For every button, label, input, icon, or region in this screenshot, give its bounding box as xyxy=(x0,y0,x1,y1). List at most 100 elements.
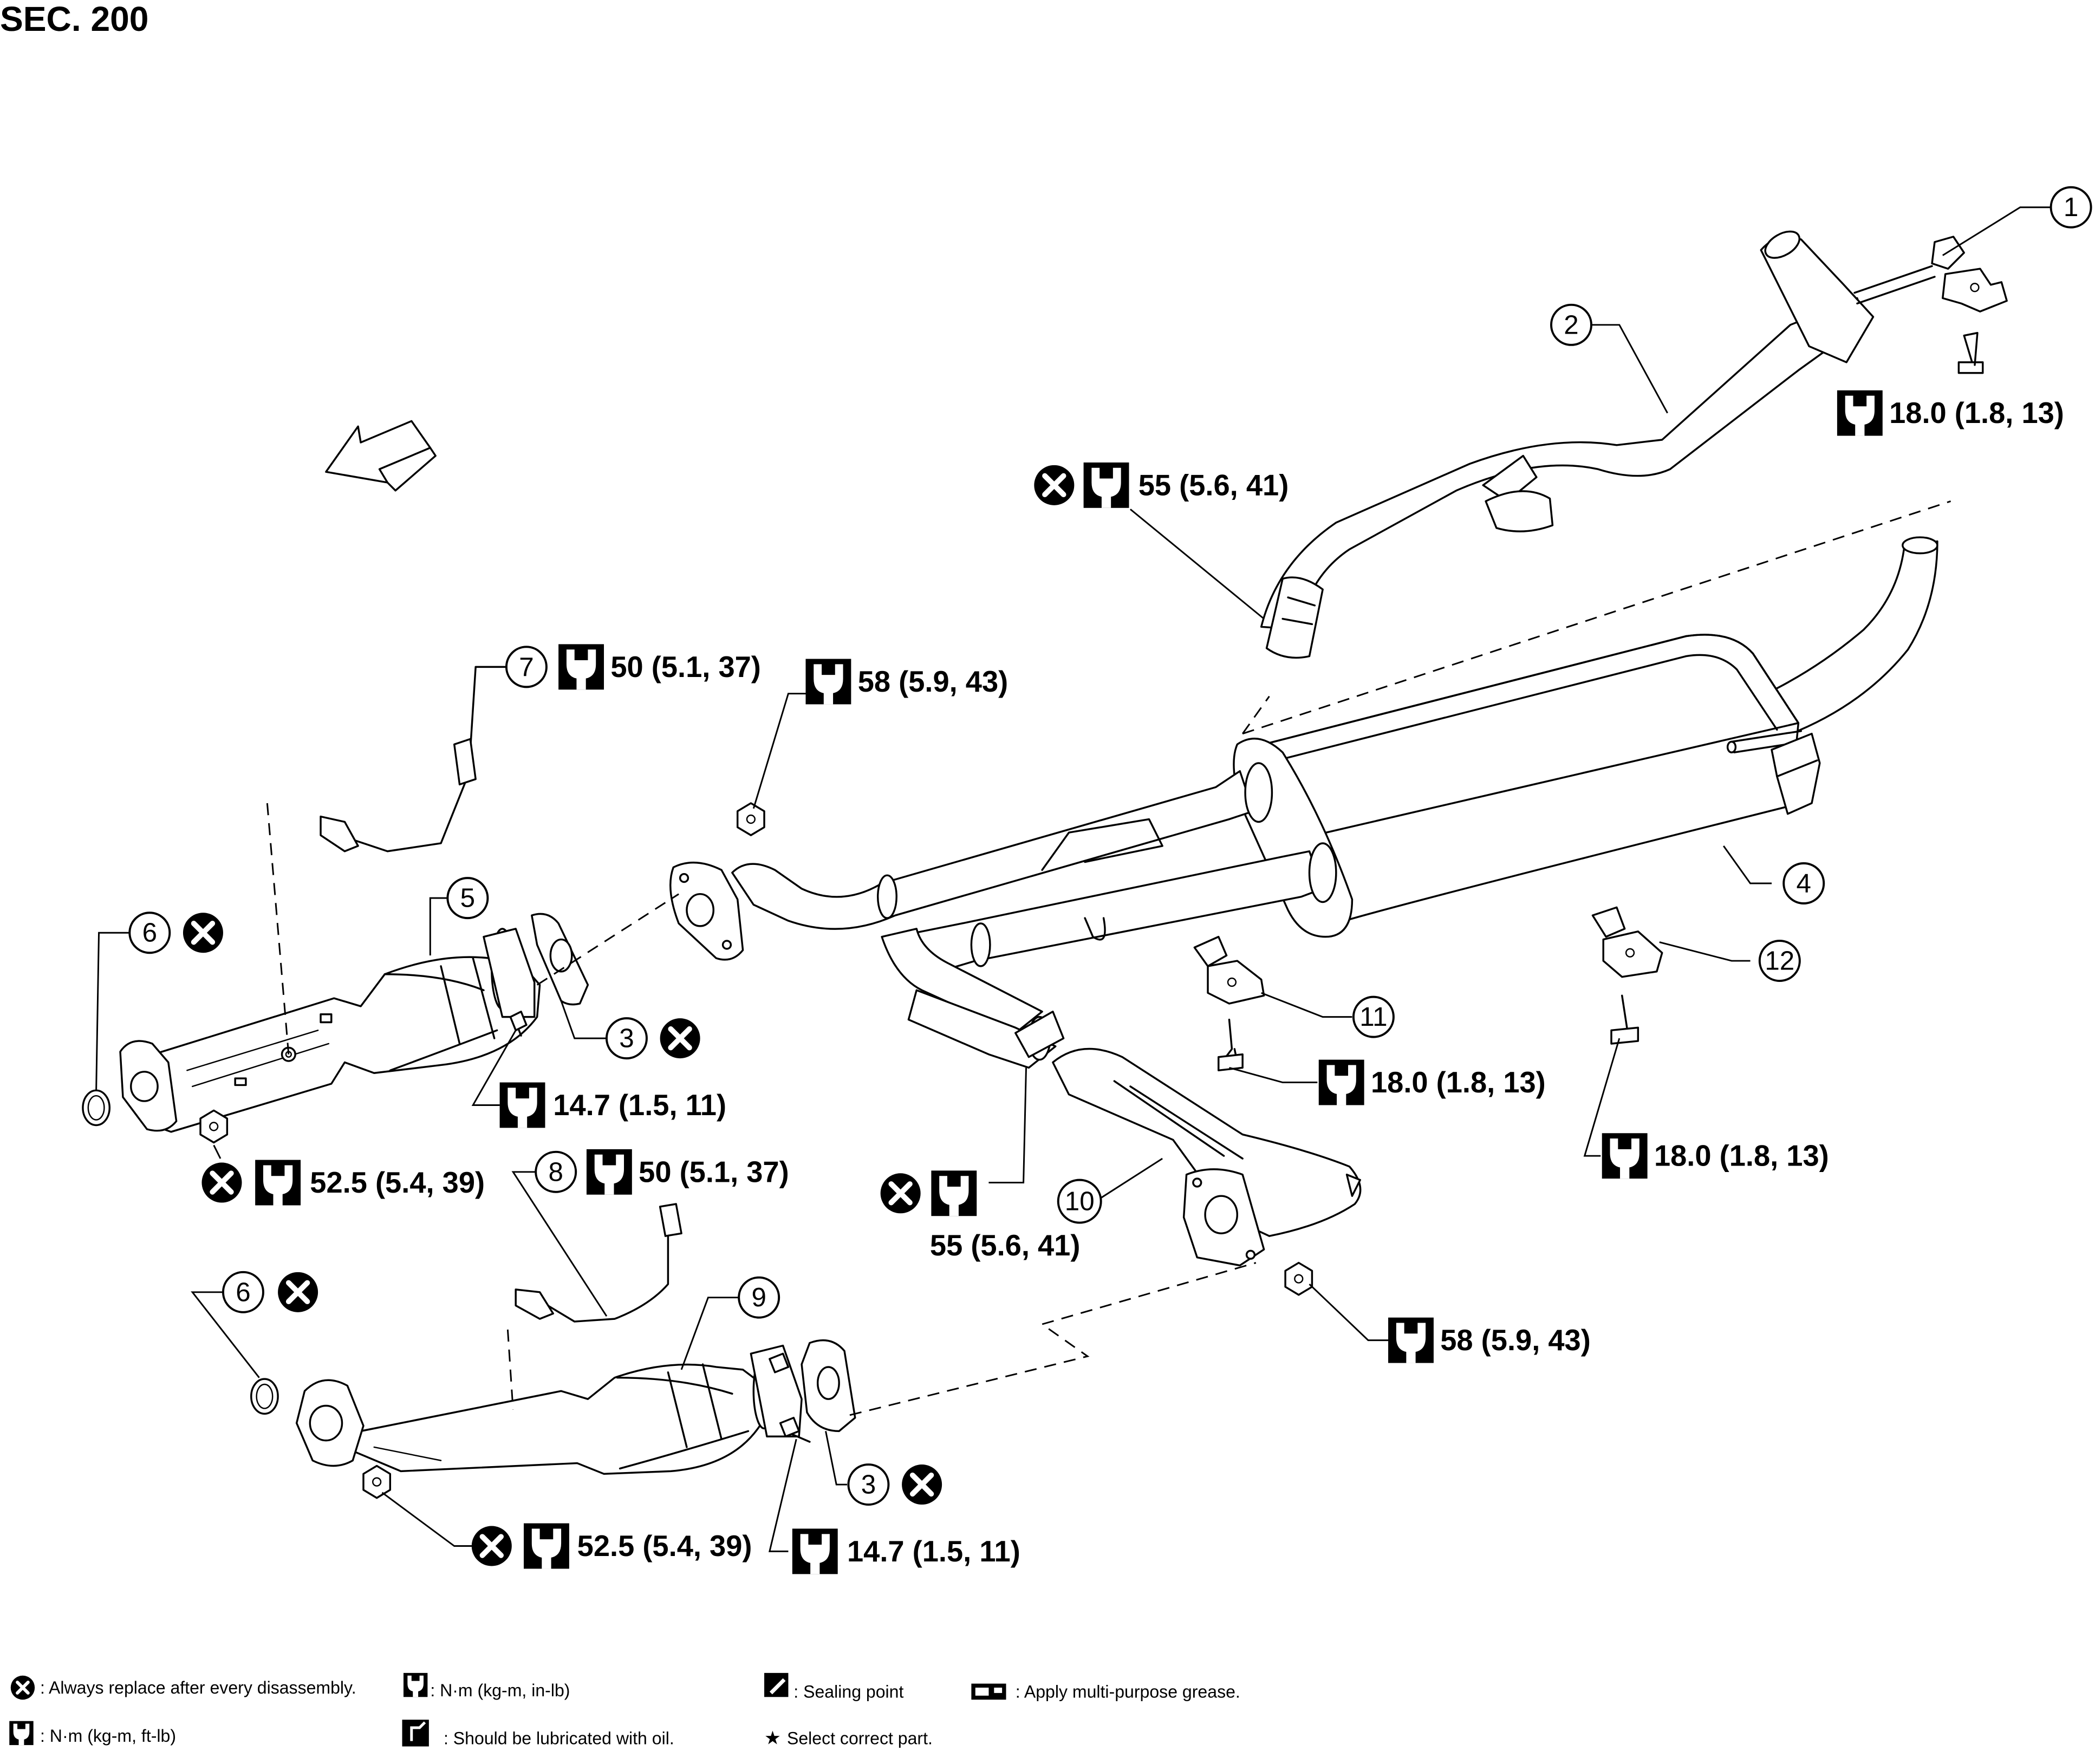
svg-text:: Always replace after every d: : Always replace after every disassembly… xyxy=(40,1678,356,1697)
replace-icon xyxy=(1034,465,1074,505)
torque-wrench-icon xyxy=(931,1170,977,1216)
svg-text:6: 6 xyxy=(142,918,157,948)
grease-gun-icon xyxy=(971,1683,1006,1700)
callout-6-upper: 6 xyxy=(128,912,171,954)
legend: : Always replace after every disassembly… xyxy=(9,1672,1240,1749)
svg-text:9: 9 xyxy=(751,1283,766,1312)
torque-wrench-icon xyxy=(1318,1059,1364,1105)
torque-wrench-icon xyxy=(1837,390,1883,436)
torque-spec-front-clamp: 55 (5.6, 41) xyxy=(881,1170,1081,1262)
torque-spec-rear-clamp: 55 (5.6, 41) xyxy=(1034,463,1289,508)
svg-text:55 (5.6, 41): 55 (5.6, 41) xyxy=(1138,468,1289,502)
svg-text:14.7 (1.5, 11): 14.7 (1.5, 11) xyxy=(553,1089,726,1122)
callout-9: 9 xyxy=(738,1276,780,1319)
torque-spec-nut-manifold-lower: 52.5 (5.4, 39) xyxy=(472,1523,752,1569)
svg-text:18.0 (1.8, 13): 18.0 (1.8, 13) xyxy=(1654,1140,1829,1173)
oxygen-sensor-lower xyxy=(515,1203,682,1323)
callout-2: 2 xyxy=(1550,303,1592,346)
svg-text:8: 8 xyxy=(548,1157,563,1187)
torque-wrench-icon xyxy=(499,1082,545,1128)
svg-text:14.7 (1.5, 11): 14.7 (1.5, 11) xyxy=(847,1535,1020,1568)
replace-icon xyxy=(183,913,223,953)
mounting-bracket-11 xyxy=(1193,935,1265,1072)
torque-spec-stud-upper: 14.7 (1.5, 11) xyxy=(499,1082,726,1128)
svg-text:: Sealing point: : Sealing point xyxy=(793,1682,903,1701)
torque-spec-bracket-11: 18.0 (1.8, 13) xyxy=(1318,1059,1546,1105)
replace-icon xyxy=(660,1018,700,1058)
replace-icon xyxy=(472,1526,512,1566)
torque-wrench-icon xyxy=(255,1160,301,1206)
flange-nut-upper xyxy=(736,802,765,836)
torque-wrench-icon xyxy=(403,1672,428,1697)
torque-wrench-icon xyxy=(1388,1317,1434,1363)
torque-spec-bracket-1: 18.0 (1.8, 13) xyxy=(1837,390,2064,436)
callout-11: 11 xyxy=(1352,995,1395,1038)
callout-6-lower: 6 xyxy=(222,1271,264,1313)
star-icon: ★ xyxy=(764,1728,781,1749)
callout-7: 7 xyxy=(505,646,548,688)
leader-lines xyxy=(95,206,2051,1552)
torque-spec-nut-upper: 58 (5.9, 43) xyxy=(805,659,1009,705)
front-catalytic-converter-upper xyxy=(82,913,589,1144)
svg-text:3: 3 xyxy=(861,1470,876,1500)
svg-text:: Apply multi-purpose grease.: : Apply multi-purpose grease. xyxy=(1016,1682,1240,1701)
rear-exhaust-pipe xyxy=(1260,230,1936,659)
torque-wrench-icon xyxy=(9,1721,34,1746)
svg-text:6: 6 xyxy=(236,1277,250,1307)
legend-replace: : Always replace after every disassembly… xyxy=(11,1676,356,1700)
torque-wrench-icon xyxy=(792,1528,838,1574)
replace-icon xyxy=(278,1272,318,1312)
svg-text:1: 1 xyxy=(2064,192,2078,222)
svg-text:50 (5.1, 37): 50 (5.1, 37) xyxy=(639,1155,789,1188)
legend-torque-ft-lb: : N·m (kg-m, ft-lb) xyxy=(9,1721,176,1746)
legend-oil: : Should be lubricated with oil. xyxy=(402,1720,674,1748)
svg-text:52.5 (5.4, 39): 52.5 (5.4, 39) xyxy=(577,1529,752,1563)
svg-text:7: 7 xyxy=(519,652,533,682)
svg-text:50 (5.1, 37): 50 (5.1, 37) xyxy=(610,650,761,684)
front-direction-arrow-icon xyxy=(325,420,437,492)
svg-text:4: 4 xyxy=(1797,868,1811,898)
torque-wrench-icon xyxy=(524,1523,569,1569)
mounting-bracket-1 xyxy=(1931,236,2008,374)
legend-sealing: : Sealing point xyxy=(764,1672,904,1701)
callout-10: 10 xyxy=(1057,1179,1102,1224)
torque-spec-sensor-upper: 50 (5.1, 37) xyxy=(558,644,761,690)
svg-text:: N·m (kg-m, in-lb): : N·m (kg-m, in-lb) xyxy=(430,1681,570,1700)
torque-spec-nut-manifold-upper: 52.5 (5.4, 39) xyxy=(201,1160,485,1206)
torque-wrench-icon xyxy=(586,1149,632,1195)
replace-icon xyxy=(902,1464,942,1505)
svg-text:3: 3 xyxy=(619,1024,634,1053)
svg-text:58 (5.9, 43): 58 (5.9, 43) xyxy=(1440,1324,1591,1357)
svg-text:58 (5.9, 43): 58 (5.9, 43) xyxy=(858,665,1009,698)
callout-8: 8 xyxy=(535,1150,577,1193)
torque-wrench-icon xyxy=(1602,1133,1648,1179)
svg-text:18.0 (1.8, 13): 18.0 (1.8, 13) xyxy=(1889,396,2064,429)
svg-text:10: 10 xyxy=(1065,1187,1095,1216)
svg-text:5: 5 xyxy=(460,883,475,913)
replace-icon xyxy=(881,1173,921,1213)
torque-wrench-icon xyxy=(558,644,604,690)
callout-3-upper: 3 xyxy=(605,1017,648,1060)
svg-text:: N·m (kg-m, ft-lb): : N·m (kg-m, ft-lb) xyxy=(40,1726,176,1746)
callout-12: 12 xyxy=(1758,940,1801,982)
connection-lines xyxy=(266,500,1951,1416)
torque-wrench-icon xyxy=(1083,462,1129,508)
callout-1: 1 xyxy=(2050,186,2092,229)
section-title: SEC. 200 xyxy=(0,0,148,38)
torque-wrench-icon xyxy=(805,659,851,705)
torque-spec-stud-lower: 14.7 (1.5, 11) xyxy=(792,1528,1020,1574)
oil-can-icon xyxy=(402,1720,429,1747)
callout-5: 5 xyxy=(446,877,489,920)
main-muffler-assembly xyxy=(669,536,1938,1069)
legend-star: ★ Select correct part. xyxy=(764,1728,933,1749)
svg-text:Select correct part.: Select correct part. xyxy=(787,1729,933,1748)
callout-3-lower: 3 xyxy=(847,1463,890,1506)
svg-text:52.5 (5.4, 39): 52.5 (5.4, 39) xyxy=(310,1166,485,1199)
torque-spec-nut-lower: 58 (5.9, 43) xyxy=(1388,1317,1591,1363)
svg-text:11: 11 xyxy=(1359,1002,1387,1032)
svg-text:55 (5.6, 41): 55 (5.6, 41) xyxy=(930,1229,1081,1262)
svg-text:12: 12 xyxy=(1765,946,1794,976)
callout-4: 4 xyxy=(1782,862,1825,904)
front-catalytic-converter-lower xyxy=(250,1339,856,1499)
